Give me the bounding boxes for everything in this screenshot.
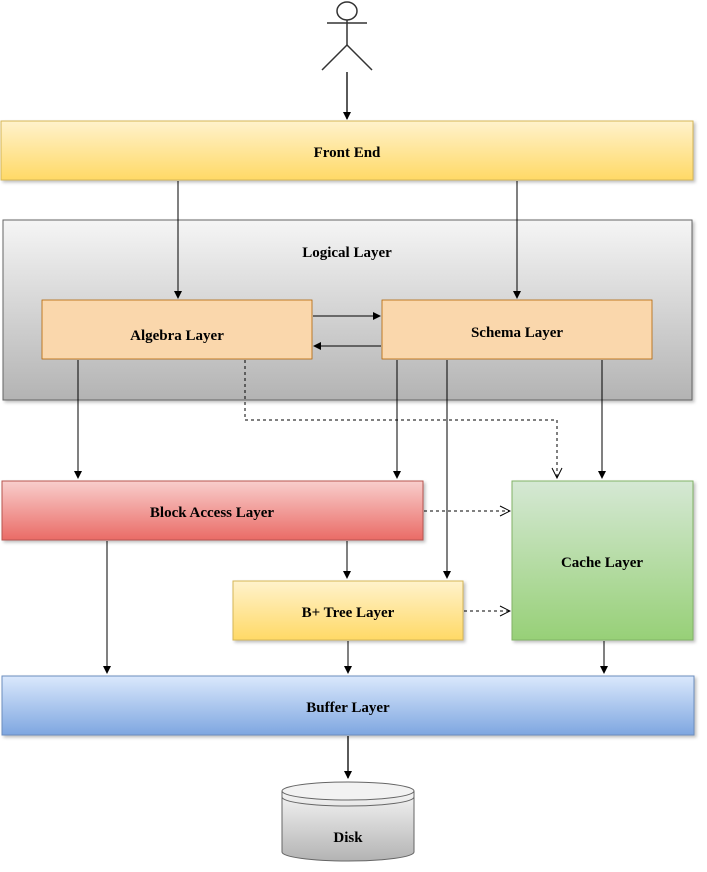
- user-actor-icon: [321, 1, 373, 71]
- arrow-algebra-to-cache-dashed: [244, 360, 557, 478]
- front-end-box: Front End: [0, 120, 694, 181]
- bplus-tree-layer-box: B+ Tree Layer: [232, 580, 464, 641]
- block-access-layer-box: Block Access Layer: [1, 480, 424, 541]
- cache-layer-label: Cache Layer: [561, 555, 643, 571]
- schema-layer-box: Schema Layer: [381, 299, 653, 360]
- bplus-tree-layer-label: B+ Tree Layer: [302, 605, 395, 621]
- buffer-layer-box: Buffer Layer: [1, 675, 695, 736]
- cache-layer-box: Cache Layer: [511, 480, 694, 641]
- algebra-layer-box: Algebra Layer: [41, 299, 313, 360]
- algebra-layer-label: Algebra Layer: [130, 328, 224, 344]
- disk-label: Disk: [333, 830, 363, 846]
- schema-layer-label: Schema Layer: [471, 325, 563, 341]
- disk-cylinder-icon: Disk: [281, 781, 415, 862]
- block-access-layer-label: Block Access Layer: [150, 505, 274, 521]
- front-end-label: Front End: [314, 145, 381, 161]
- buffer-layer-label: Buffer Layer: [306, 700, 390, 716]
- logical-layer-label: Logical Layer: [302, 245, 392, 261]
